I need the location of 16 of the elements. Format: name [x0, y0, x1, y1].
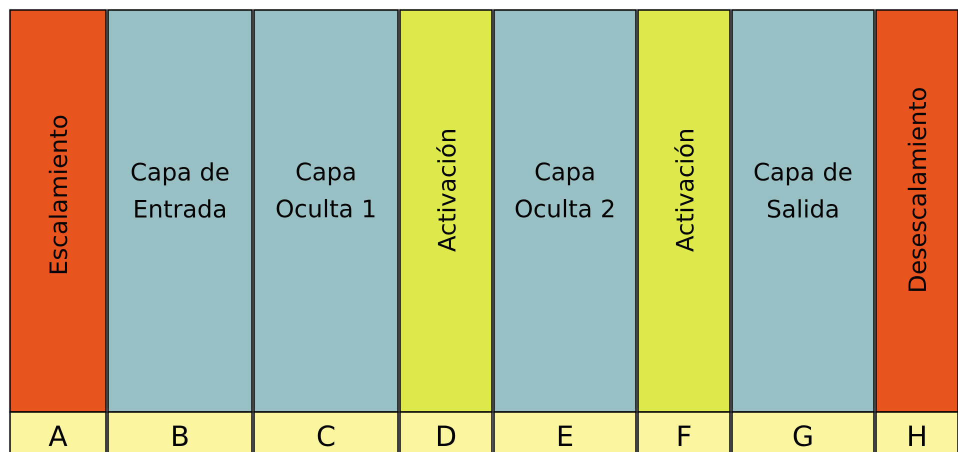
letter-cell: C	[253, 411, 399, 452]
layer-band: Capa de Entrada	[107, 9, 253, 413]
letter-cell: A	[9, 411, 107, 452]
letter-cell: D	[399, 411, 493, 452]
letter-cell: F	[637, 411, 731, 452]
layer-band: Escalamiento	[9, 9, 107, 413]
letter-cell: G	[731, 411, 875, 452]
layer-band: Capa de Salida	[731, 9, 875, 413]
layer-band: Capa Oculta 1	[253, 9, 399, 413]
letter-cell: B	[107, 411, 253, 452]
letter-cell: E	[493, 411, 637, 452]
layer-band: Capa Oculta 2	[493, 9, 637, 413]
letter-cell: H	[875, 411, 958, 452]
layer-band: Desescalamiento	[875, 9, 958, 413]
layer-band: Activación	[637, 9, 731, 413]
layer-band: Activación	[399, 9, 493, 413]
